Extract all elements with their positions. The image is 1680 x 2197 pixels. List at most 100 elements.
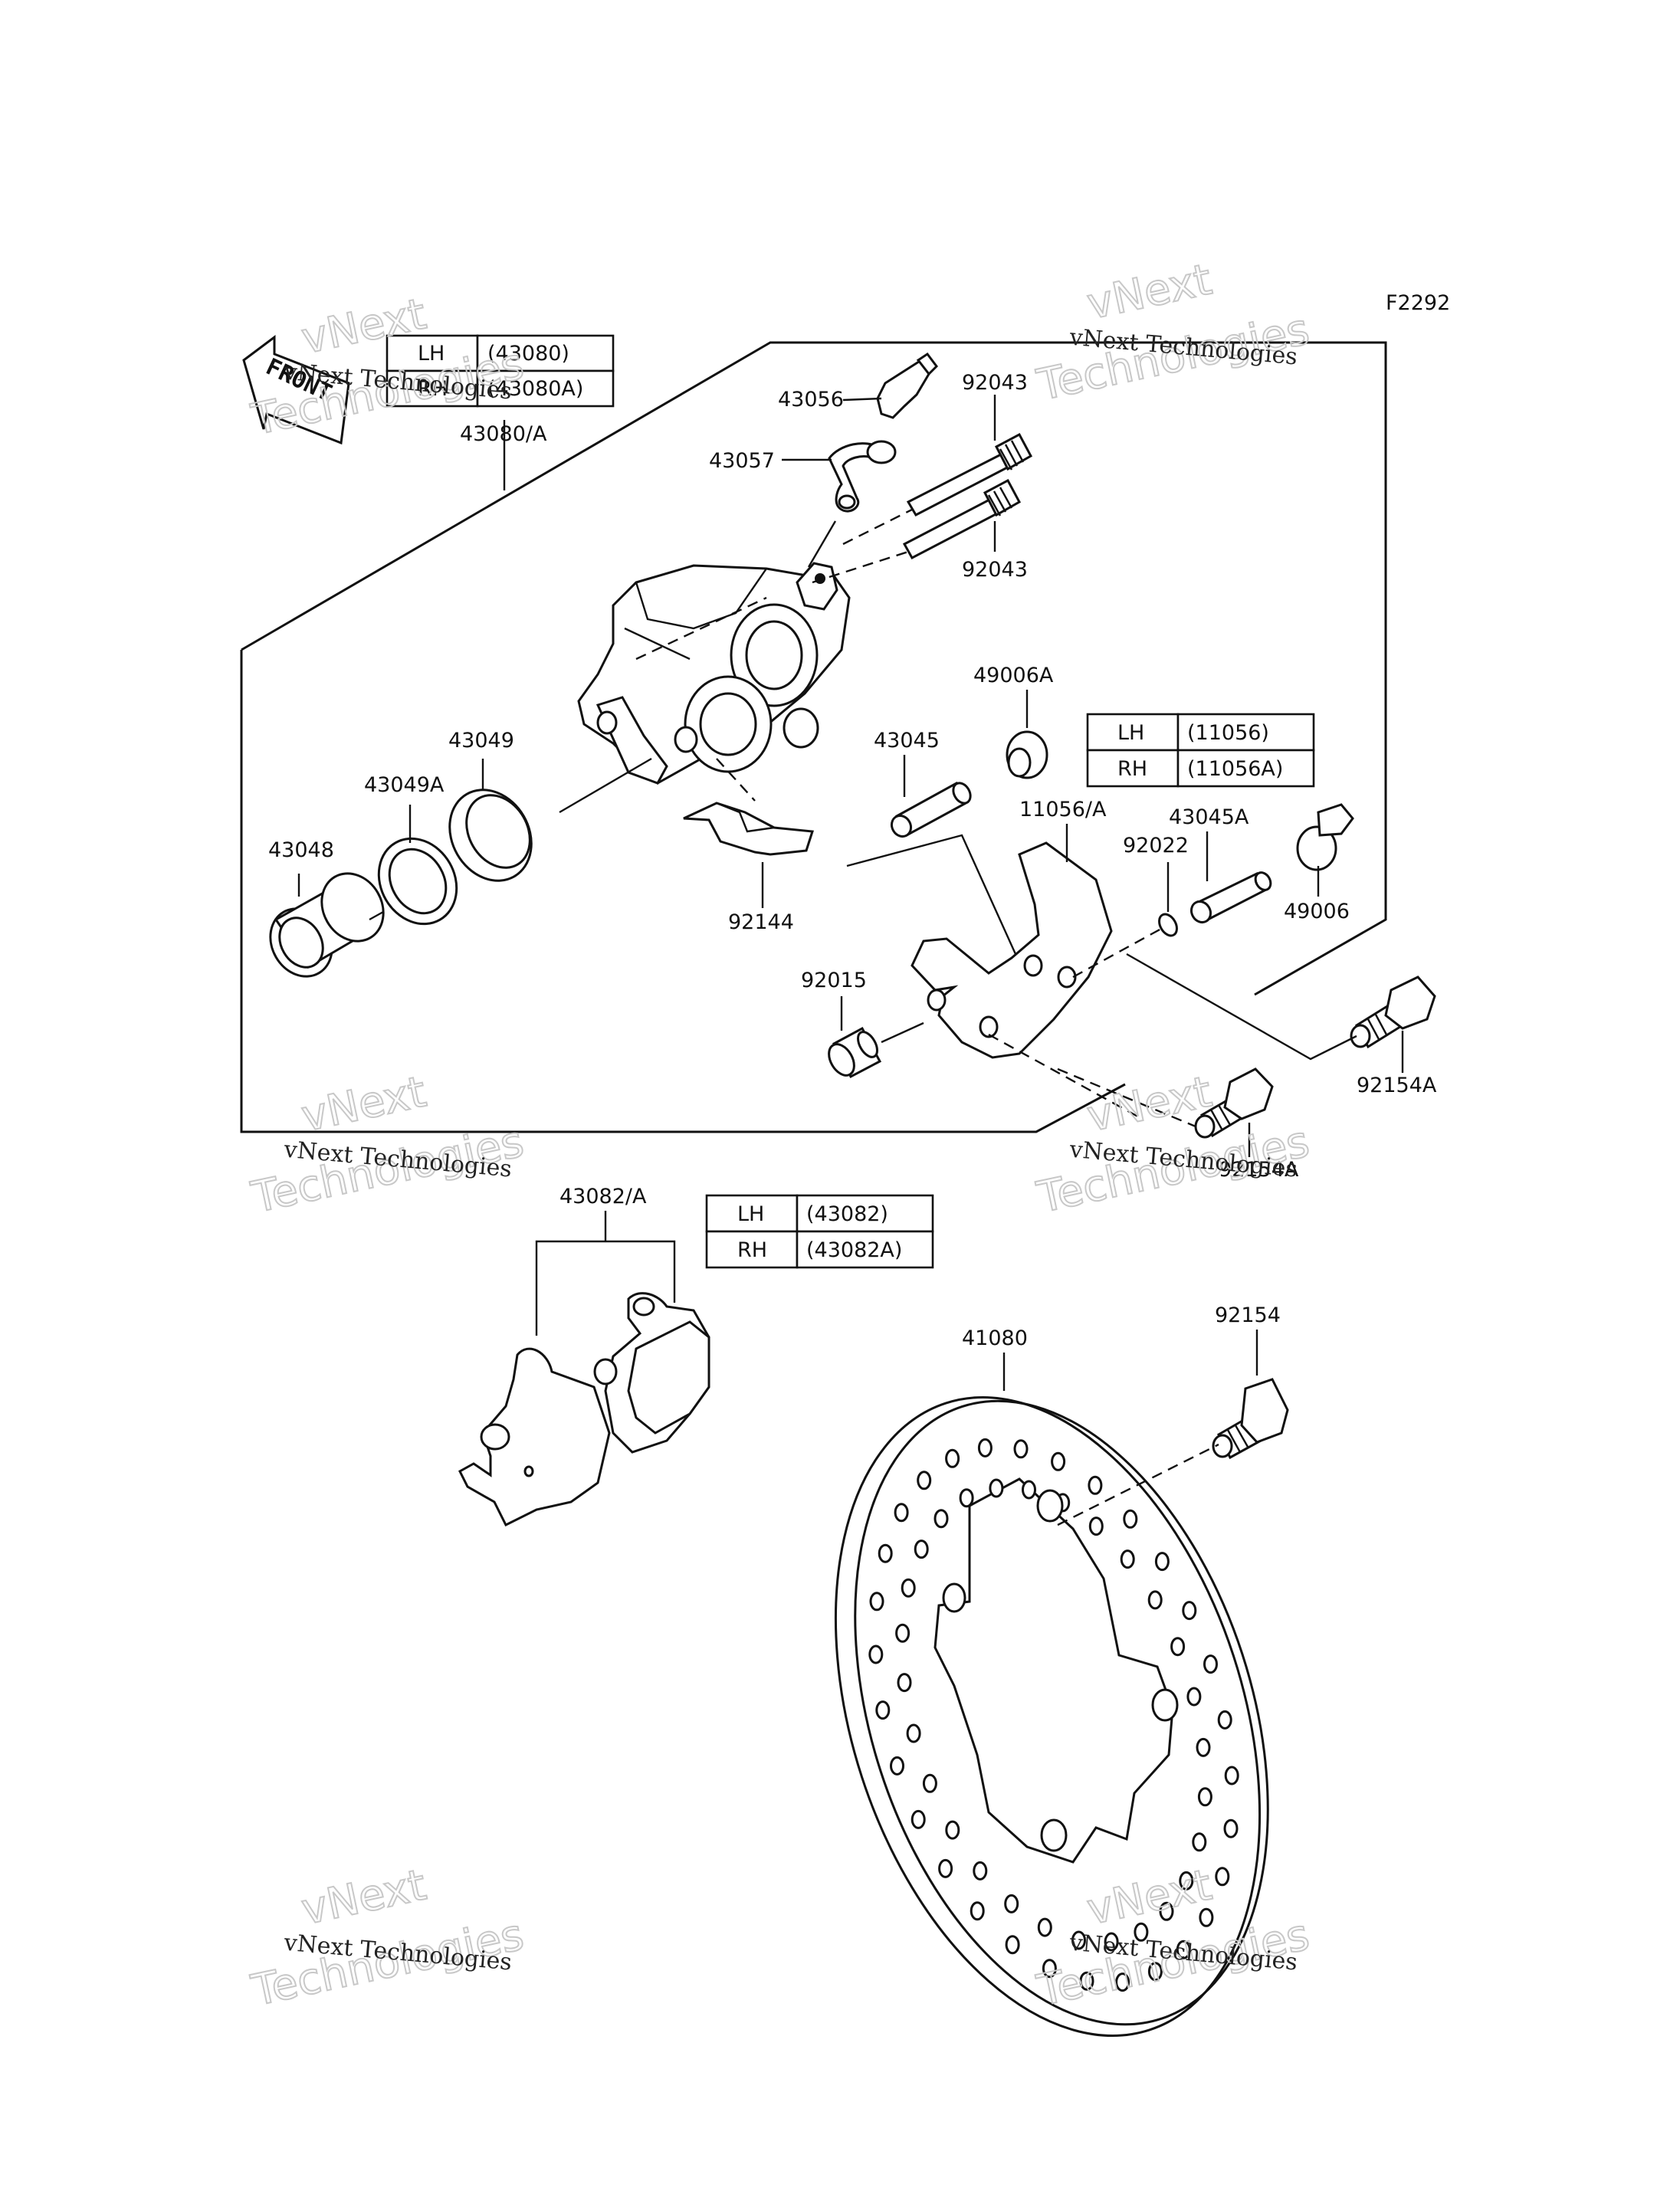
disc-vent-hole — [945, 1820, 960, 1840]
disc-vent-hole — [1088, 1475, 1103, 1495]
disc-vent-hole — [922, 1773, 937, 1793]
disc-vent-hole — [1051, 1451, 1066, 1471]
disc-vent-hole — [890, 1756, 904, 1776]
disc-vent-hole — [1088, 1517, 1104, 1536]
dust-seal — [377, 837, 458, 926]
disc-vent-hole — [977, 1438, 993, 1458]
disc-vent-hole — [1159, 1901, 1174, 1921]
disc-vent-hole — [1182, 1601, 1197, 1621]
disc-holes — [868, 1438, 1239, 1992]
disc-vent-hole — [1123, 1509, 1138, 1529]
sleeve — [828, 1026, 882, 1079]
label-43080a: 43080/A — [460, 422, 547, 446]
spring-axis — [716, 758, 756, 802]
label-92154a-lower: 92154A — [1219, 1158, 1299, 1182]
disc-vent-hole — [1013, 1439, 1029, 1459]
bracket-axis — [988, 1033, 1143, 1120]
disc-vent-hole — [934, 1509, 949, 1529]
bleeder-valve — [876, 352, 938, 419]
disc-vent-hole — [970, 1901, 985, 1921]
slide-pin-43045 — [890, 781, 972, 838]
disc-vent-hole — [1217, 1710, 1232, 1730]
disc-vent-hole — [1004, 1894, 1019, 1913]
disc-vent-hole — [914, 1540, 929, 1559]
disc-vent-hole — [1215, 1867, 1230, 1887]
bracket-table-part-lh: (11056) — [1187, 721, 1269, 745]
caliper-assembly-frame — [241, 341, 1387, 996]
caliper-table: LH (43080) RH (43080A) — [386, 334, 615, 408]
disc-vent-hole — [989, 1478, 1004, 1498]
disc-vent-hole — [945, 1448, 960, 1468]
circlip — [1158, 913, 1178, 937]
disc-vent-hole — [895, 1623, 911, 1643]
disc-vent-hole — [868, 1644, 884, 1664]
disc-vent-hole — [897, 1673, 912, 1693]
bracket-table-side-lh: LH — [1117, 721, 1144, 745]
slide-pin-lower — [902, 478, 1022, 560]
disc-vent-hole — [1197, 1787, 1212, 1807]
bracket-table-part-rh: (11056A) — [1187, 757, 1283, 781]
brake-pad-outer — [593, 1292, 710, 1454]
label-43049a: 43049A — [364, 773, 445, 797]
caliper-bracket — [911, 841, 1113, 1059]
disc-vent-hole — [1176, 1940, 1191, 1959]
pad-spring — [683, 802, 814, 856]
watermark-vnext: vNext — [297, 1067, 431, 1142]
label-43082a: 43082/A — [559, 1185, 647, 1208]
disc-vent-hole — [1079, 1971, 1094, 1991]
pads-table-side-rh: RH — [737, 1238, 767, 1262]
caliper-table-part-rh: (43080A) — [487, 377, 583, 401]
disc-vent-hole — [875, 1700, 891, 1720]
disc-vent-hole — [894, 1503, 909, 1523]
bracket-bolt-lower — [1194, 1067, 1274, 1139]
disc-mount-hole — [1040, 1818, 1068, 1852]
label-49006a: 49006A — [973, 664, 1054, 687]
label-43049: 43049 — [448, 729, 514, 753]
watermark-vnext: vNext — [1083, 254, 1216, 330]
pin-boot-49006a — [1006, 730, 1048, 779]
disc-vent-hole — [1199, 1907, 1214, 1927]
disc-vent-hole — [1104, 1932, 1119, 1952]
label-92144: 92144 — [728, 910, 794, 934]
disc-vent-hole — [1192, 1832, 1207, 1852]
disc-vent-hole — [1042, 1959, 1057, 1979]
label-92043-lower: 92043 — [962, 558, 1028, 582]
disc-vent-hole — [1115, 1972, 1130, 1992]
piston — [269, 872, 385, 978]
disc-mount-hole — [1036, 1489, 1064, 1523]
caliper-table-side-lh: LH — [418, 342, 445, 366]
label-43048: 43048 — [268, 838, 334, 862]
leader-bleeder — [807, 520, 837, 568]
leader-43056 — [842, 397, 882, 402]
disc-vent-hole — [1147, 1962, 1163, 1982]
label-92154a-right: 92154A — [1357, 1074, 1437, 1097]
bracket-bolt-right — [1350, 976, 1436, 1049]
label-43057: 43057 — [709, 449, 775, 473]
disc-vent-hole — [1203, 1654, 1218, 1674]
bracket-leader — [846, 834, 1017, 955]
caliper-assembly-frame-bottom — [240, 650, 1126, 1133]
label-43056: 43056 — [778, 388, 844, 412]
disc-vent-hole — [1154, 1552, 1170, 1572]
disc-vent-hole — [1224, 1766, 1239, 1785]
disc-vent-hole — [1223, 1818, 1239, 1838]
pads-table-side-lh: LH — [737, 1202, 764, 1226]
disc-vent-hole — [959, 1488, 974, 1508]
bracket-table-side-rh: RH — [1117, 757, 1147, 781]
disc-vent-hole — [906, 1723, 921, 1743]
slide-pin-upper — [906, 432, 1033, 516]
label-92154: 92154 — [1215, 1303, 1281, 1327]
bleeder-cap — [828, 440, 897, 513]
bolt-axis-lower — [1057, 1067, 1196, 1128]
caliper-table-side-rh: RH — [418, 377, 448, 401]
label-92043-upper: 92043 — [962, 371, 1028, 395]
disc-vent-hole — [1179, 1871, 1194, 1890]
label-43045a: 43045A — [1169, 805, 1249, 829]
disc-vent-hole — [869, 1592, 884, 1612]
disc-vent-hole — [1196, 1737, 1211, 1757]
pin-axis-upper — [842, 508, 913, 546]
caliper-body — [577, 562, 851, 785]
caliper-table-part-lh: (43080) — [487, 342, 569, 366]
brake-pad-inner — [458, 1347, 611, 1527]
